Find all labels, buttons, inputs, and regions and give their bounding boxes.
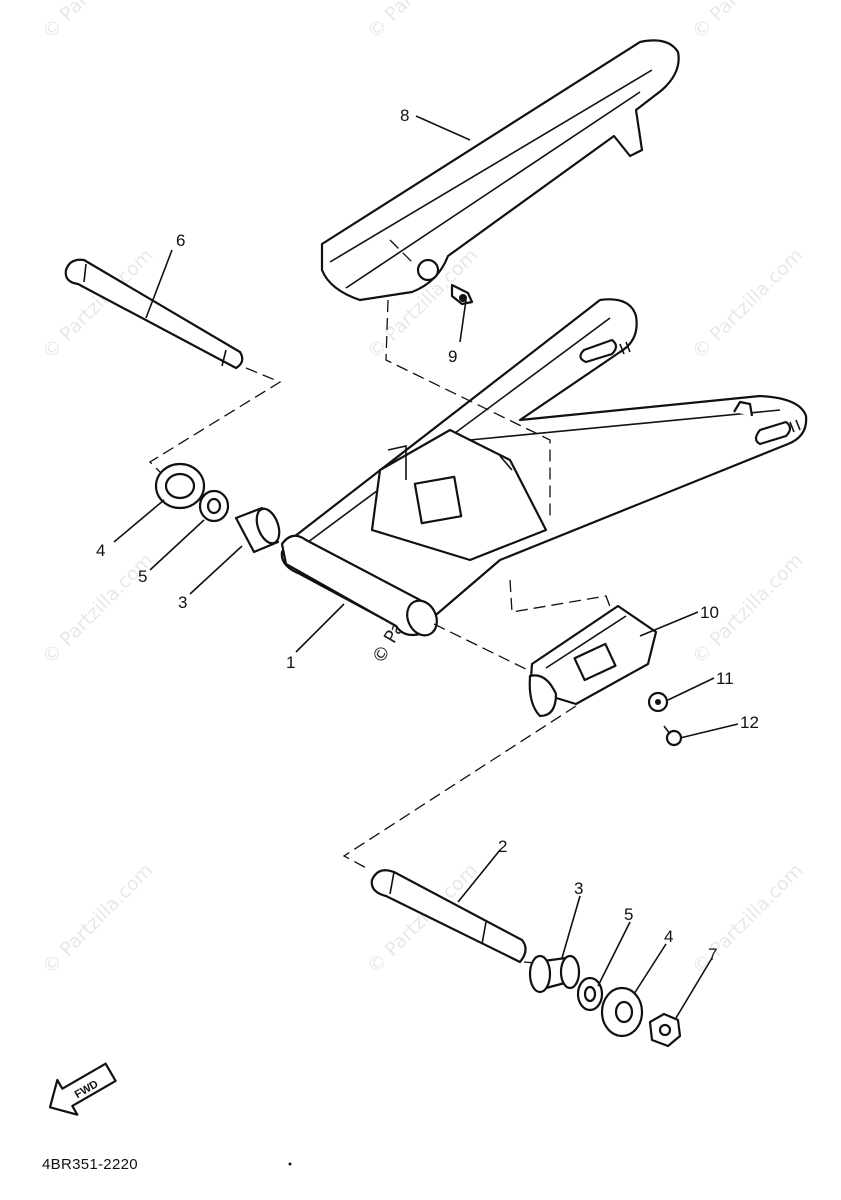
part-oil-seal-upper[interactable]: [154, 462, 206, 510]
watermark: © Partzilla.com: [38, 859, 157, 978]
part-chain-guide[interactable]: [528, 604, 658, 718]
watermark: © Partzilla.com: [688, 0, 807, 44]
watermark: © Partzilla.com: [688, 244, 807, 363]
callout-labels: 8 6 9 4 5 3 1 10 11 12 2 3 5 4 7: [96, 106, 759, 964]
part-pivot-shaft[interactable]: [64, 258, 244, 370]
callout-5[interactable]: 5: [138, 567, 147, 586]
part-swingarm[interactable]: [280, 298, 808, 640]
part-bearing-lower[interactable]: [528, 954, 581, 994]
leader-lines: [113, 115, 739, 1019]
callout-3-lower[interactable]: 3: [574, 879, 583, 898]
part-collar-shaft[interactable]: [370, 869, 527, 964]
callout-3[interactable]: 3: [178, 593, 187, 612]
part-collar-11[interactable]: [647, 691, 669, 713]
callout-2[interactable]: 2: [498, 837, 507, 856]
callout-4-lower[interactable]: 4: [664, 927, 673, 946]
callout-5-lower[interactable]: 5: [624, 905, 633, 924]
part-thrust-cover-lower[interactable]: [576, 976, 604, 1012]
watermark: © Partzilla.com: [688, 859, 807, 978]
part-nut[interactable]: [648, 1012, 682, 1048]
part-bolt-9[interactable]: [450, 283, 474, 306]
callout-1[interactable]: 1: [286, 653, 295, 672]
part-thrust-cover-upper[interactable]: [198, 489, 230, 523]
callout-11[interactable]: 11: [716, 669, 734, 688]
callout-10[interactable]: 10: [700, 603, 719, 622]
callout-12[interactable]: 12: [740, 713, 759, 732]
part-oil-seal-lower[interactable]: [600, 986, 644, 1038]
part-chain-case[interactable]: [320, 39, 680, 302]
assembly-lines: [148, 299, 613, 965]
callout-8[interactable]: 8: [400, 106, 409, 125]
callout-9[interactable]: 9: [448, 347, 457, 366]
fwd-arrow-icon: FWD: [48, 1062, 117, 1116]
watermark: © Partzilla.com: [363, 0, 482, 44]
watermark: © Partzilla.com: [38, 0, 157, 44]
diagram-code: 4BR351-2220: [42, 1156, 138, 1173]
callout-4[interactable]: 4: [96, 541, 105, 560]
callout-6[interactable]: 6: [176, 231, 185, 250]
part-bearing-upper[interactable]: [234, 506, 284, 554]
callout-7[interactable]: 7: [708, 945, 717, 964]
part-bolt-12[interactable]: [663, 725, 683, 747]
